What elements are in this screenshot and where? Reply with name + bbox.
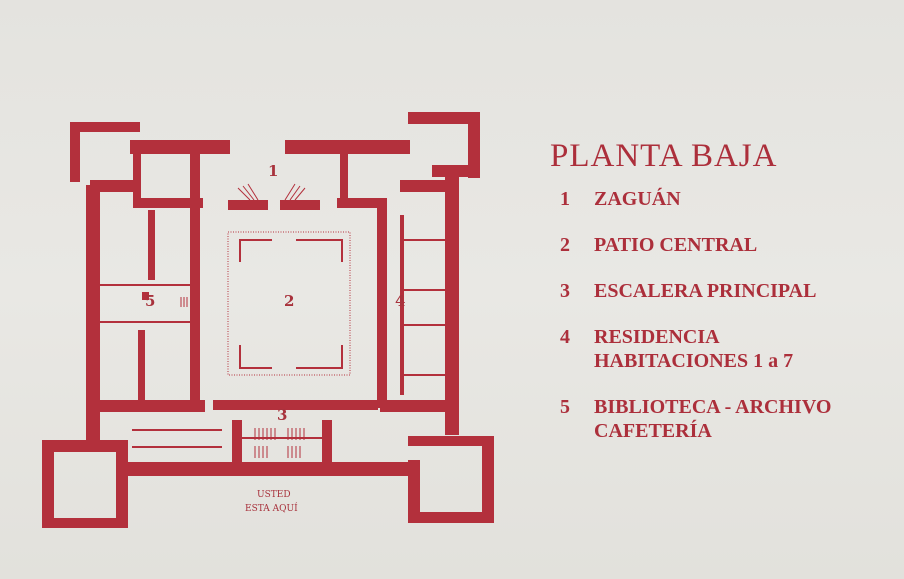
tower-top-left	[70, 122, 140, 182]
legend-item-1: 1 ZAGUÁN	[548, 187, 831, 211]
legend-number: 4	[560, 326, 570, 348]
legend-label-block: BIBLIOTECA - ARCHIVO CAFETERÍA	[590, 395, 831, 443]
legend-label: ZAGUÁN	[594, 188, 681, 210]
room-number-4: 4	[395, 292, 405, 310]
west-wing-walls	[100, 210, 190, 402]
legend-number: 2	[560, 234, 570, 256]
patio-outline	[227, 231, 351, 376]
room-number-3: 3	[277, 406, 287, 424]
room-number-5: 5	[145, 292, 155, 310]
patio-arcade	[239, 239, 343, 369]
you-are-here-line1: USTED	[257, 490, 291, 500]
legend-label: ESCALERA PRINCIPAL	[594, 280, 817, 302]
outer-walls	[86, 140, 459, 476]
you-are-here-line2: ESTA AQUÍ	[245, 502, 298, 514]
legend-title: PLANTA BAJA	[550, 138, 778, 174]
legend-label: BIBLIOTECA - ARCHIVO	[594, 396, 832, 418]
legend-label: PATIO CENTRAL	[594, 234, 758, 256]
legend-label: CAFETERÍA	[594, 420, 712, 442]
legend-number: 5	[560, 396, 570, 418]
east-wing-walls	[400, 215, 445, 395]
legend-item-2: 2 PATIO CENTRAL	[548, 233, 831, 257]
legend-number: 1	[560, 188, 570, 210]
south-wing-walls	[132, 420, 332, 465]
legend-label: RESIDENCIA	[594, 326, 720, 348]
legend-item-3: 3 ESCALERA PRINCIPAL	[548, 279, 831, 303]
tower-bottom-left	[42, 440, 128, 528]
legend: PLANTA BAJA 1 ZAGUÁN 2 PATIO CENTRAL 3 E…	[548, 138, 831, 443]
tower-bottom-right	[408, 436, 494, 523]
legend-item-4: 4 RESIDENCIA HABITACIONES 1 a 7	[548, 325, 831, 373]
legend-item-5: 5 BIBLIOTECA - ARCHIVO CAFETERÍA	[548, 395, 831, 443]
legend-label: HABITACIONES 1 a 7	[594, 350, 794, 372]
legend-label-block: RESIDENCIA HABITACIONES 1 a 7	[590, 325, 793, 373]
legend-number: 3	[560, 280, 570, 302]
stairs	[180, 183, 386, 458]
room-number-2: 2	[284, 292, 294, 310]
tower-top-right	[408, 112, 480, 178]
room-number-1: 1	[268, 162, 278, 180]
